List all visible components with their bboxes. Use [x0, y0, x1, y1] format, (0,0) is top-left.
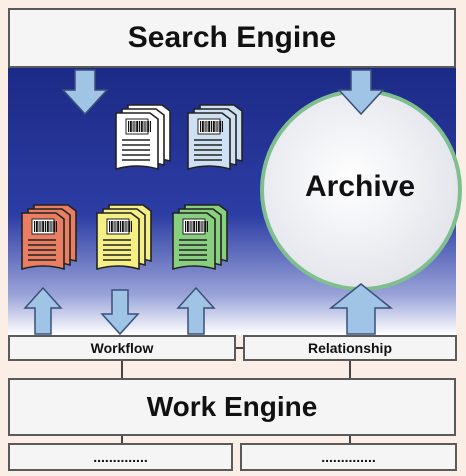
barcode-icon [31, 218, 57, 235]
up-arrow-icon [328, 283, 394, 335]
relationship-box: Relationship [243, 335, 457, 361]
document-stack-yellow [96, 204, 152, 271]
document-stack-red [21, 204, 77, 271]
barcode-icon [182, 218, 208, 235]
connector-lines [121, 347, 351, 443]
up-arrow-icon [23, 286, 63, 335]
down-arrow-icon [61, 69, 109, 116]
archive-label: Archive [304, 170, 416, 203]
search-engine-box: Search Engine [8, 8, 456, 68]
document-stack-green [172, 204, 228, 271]
barcode-icon [125, 118, 151, 135]
down-arrow-icon [100, 289, 140, 336]
placeholder-box-left: .............. [8, 443, 233, 471]
document-stack-white [115, 104, 171, 171]
up-arrow-icon [176, 286, 216, 335]
barcode-icon [197, 118, 223, 135]
workflow-box: Workflow [8, 335, 236, 361]
work-engine-box: Work Engine [8, 378, 456, 436]
down-arrow-icon [337, 69, 385, 116]
placeholder-box-right: .............. [240, 443, 457, 471]
document-stack-blue [187, 104, 243, 171]
barcode-icon [106, 218, 132, 235]
